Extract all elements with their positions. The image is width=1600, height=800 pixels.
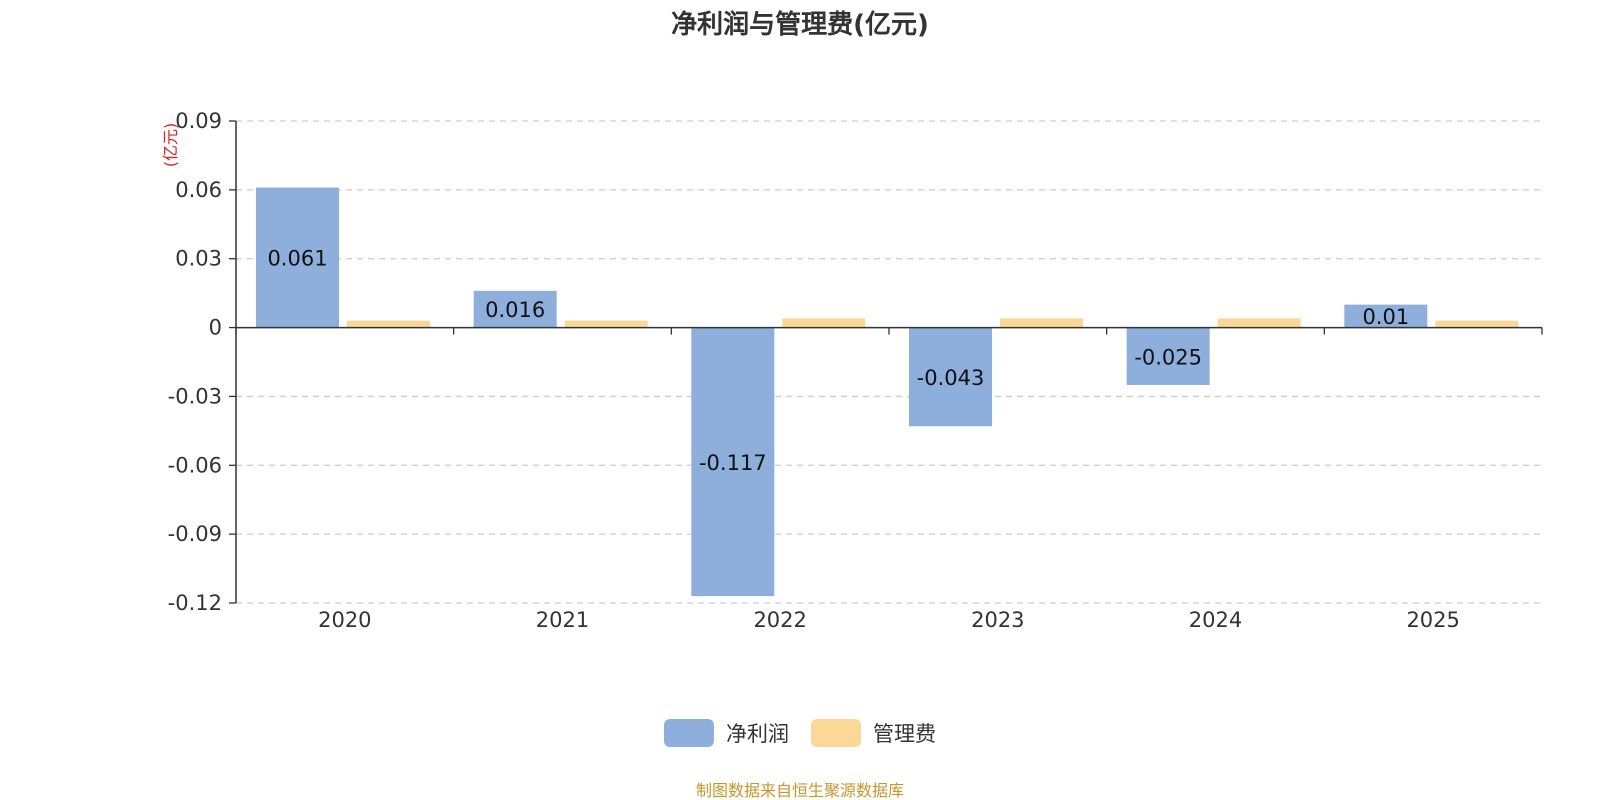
- x-tick-label: 2025: [1406, 608, 1459, 632]
- legend-item-net-profit[interactable]: 净利润: [664, 718, 789, 748]
- chart-title: 净利润与管理费(亿元): [671, 10, 929, 40]
- bar-net-profit-2025: [1344, 304, 1428, 328]
- data-labels: 0.061 0.016 -0.117 -0.043 -0.025 0.01: [267, 247, 1409, 475]
- legend-label-admin-expense: 管理费: [873, 722, 936, 746]
- bar-admin-expense-2023: [1000, 318, 1083, 328]
- bar-net-profit-2020: [256, 187, 339, 328]
- legend-swatch-net-profit: [664, 719, 714, 747]
- data-label: 0.01: [1362, 305, 1409, 329]
- y-tick-label: -0.12: [168, 591, 222, 615]
- bar-admin-expense-2025: [1435, 320, 1519, 328]
- data-label: -0.025: [1134, 345, 1202, 369]
- data-label: 0.016: [485, 298, 545, 322]
- legend-item-admin-expense[interactable]: 管理费: [811, 718, 936, 748]
- bar-net-profit-2021: [473, 290, 557, 328]
- y-axis-label: (亿元): [161, 123, 180, 168]
- y-tick-label: 0.09: [175, 109, 222, 133]
- grid-lines: [236, 120, 1542, 604]
- bar-admin-expense-2022: [782, 318, 866, 328]
- y-tick-label: -0.09: [168, 522, 222, 546]
- y-tick-label: -0.03: [168, 384, 222, 408]
- data-label: -0.043: [917, 366, 985, 390]
- bar-admin-expense-2020: [347, 320, 430, 328]
- y-tick-label: 0: [209, 316, 222, 340]
- legend-label-net-profit: 净利润: [726, 722, 789, 746]
- x-tick-label: 2020: [318, 608, 371, 632]
- y-tick-label: -0.06: [168, 453, 222, 477]
- bar-net-profit-2022: [691, 327, 775, 597]
- bar-net-profit-2023: [909, 327, 992, 427]
- bar-net-profit-2024: [1126, 327, 1210, 385]
- axes: 0.09 0.06 0.03 0 -0.03 -0.06 -0.09 -0.12 2020 202…: [168, 109, 1543, 632]
- x-tick-label: 2024: [1189, 608, 1242, 632]
- legend: 净利润 管理费: [0, 718, 1600, 748]
- data-label: -0.117: [699, 451, 767, 475]
- bars: [256, 187, 1519, 597]
- x-tick-label: 2022: [753, 608, 806, 632]
- source-note: 制图数据来自恒生聚源数据库: [695, 781, 904, 800]
- y-tick-label: 0.06: [175, 178, 222, 202]
- bar-admin-expense-2021: [564, 320, 648, 328]
- data-label: 0.061: [267, 247, 327, 271]
- bar-admin-expense-2024: [1217, 318, 1301, 328]
- x-tick-label: 2023: [971, 608, 1024, 632]
- legend-swatch-admin-expense: [811, 719, 861, 747]
- x-tick-label: 2021: [536, 608, 589, 632]
- y-tick-label: 0.03: [175, 247, 222, 271]
